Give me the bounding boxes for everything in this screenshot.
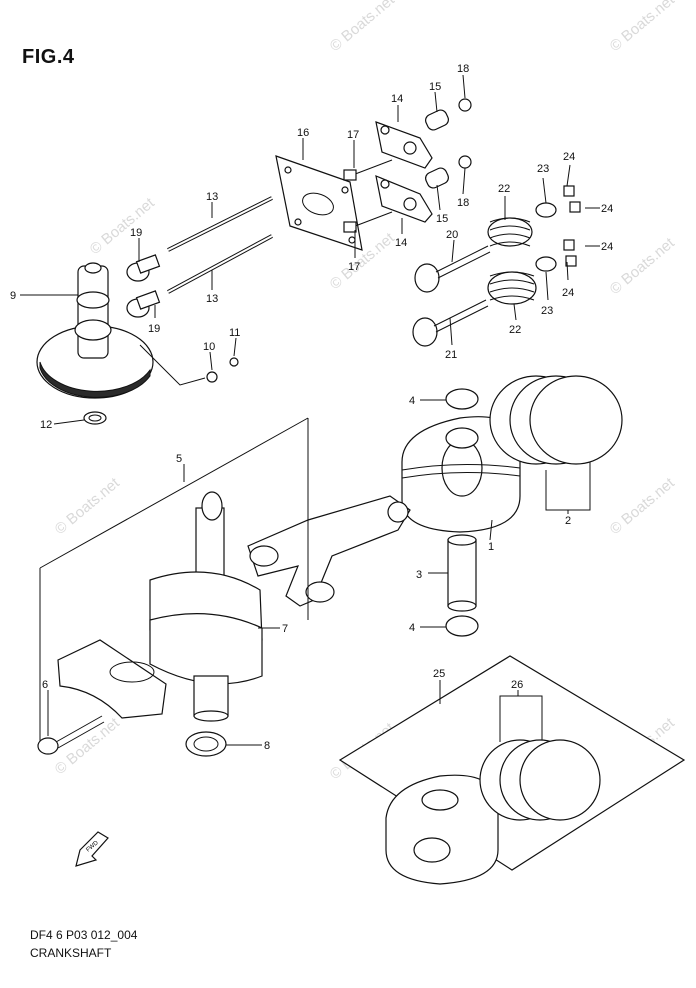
retainer-upper bbox=[535, 202, 557, 218]
pivot-lower bbox=[425, 167, 449, 189]
callout-6: 6 bbox=[42, 679, 48, 691]
watermark: © Boats.net bbox=[87, 194, 159, 258]
watermark: © Boats.net bbox=[607, 234, 679, 298]
callout-18: 18 bbox=[457, 63, 469, 75]
cover-plate bbox=[275, 155, 363, 251]
callout-14: 14 bbox=[391, 93, 403, 105]
callout-21: 21 bbox=[445, 349, 457, 361]
stud-upper bbox=[349, 159, 393, 177]
stud-upper-head bbox=[343, 169, 357, 181]
callout-5: 5 bbox=[176, 453, 182, 465]
callout-3: 3 bbox=[416, 569, 422, 581]
callout-23: 23 bbox=[537, 163, 549, 175]
callout-15: 15 bbox=[429, 81, 441, 93]
piston-ring-3 bbox=[529, 375, 623, 465]
rocker-arm-upper bbox=[375, 121, 433, 169]
circlip-upper bbox=[445, 388, 479, 410]
watermark: © Boats.net bbox=[52, 474, 124, 538]
bolt-11 bbox=[229, 357, 239, 367]
valve-spring-lower bbox=[487, 271, 537, 305]
stud-lower-head bbox=[343, 221, 357, 233]
leader-lines bbox=[20, 74, 600, 746]
collet-1 bbox=[563, 185, 575, 197]
callout-2: 2 bbox=[565, 515, 571, 527]
pivot-upper bbox=[425, 109, 449, 131]
callout-24: 24 bbox=[563, 151, 575, 163]
callout-19: 19 bbox=[130, 227, 142, 239]
callout-17: 17 bbox=[347, 129, 359, 141]
piston-set-piston bbox=[385, 774, 499, 885]
callout-22: 22 bbox=[498, 183, 510, 195]
callout-8: 8 bbox=[264, 740, 270, 752]
collet-3 bbox=[563, 239, 575, 251]
callout-17: 17 bbox=[348, 261, 360, 273]
tappet-upper bbox=[126, 254, 161, 282]
nut-lower bbox=[458, 155, 472, 169]
watermark: © Boats.net bbox=[607, 0, 679, 55]
callout-7: 7 bbox=[282, 623, 288, 635]
thrust-washer bbox=[185, 731, 227, 757]
collet-2 bbox=[569, 201, 581, 213]
callout-14: 14 bbox=[395, 237, 407, 249]
crankshaft bbox=[149, 491, 263, 722]
figure-name: CRANKSHAFT bbox=[30, 946, 112, 960]
callout-24: 24 bbox=[601, 241, 613, 253]
callout-26: 26 bbox=[511, 679, 523, 691]
connecting-rod bbox=[247, 495, 411, 607]
tappet-lower bbox=[126, 290, 161, 318]
callouts: 1 2 3 4 4 5 6 7 8 9 10 11 12 13 13 14 14… bbox=[10, 63, 613, 752]
fwd-arrow: FWD bbox=[75, 831, 109, 867]
valve-intake bbox=[414, 245, 491, 293]
callout-16: 16 bbox=[297, 127, 309, 139]
callout-24: 24 bbox=[562, 287, 574, 299]
callout-19: 19 bbox=[148, 323, 160, 335]
callout-15: 15 bbox=[436, 213, 448, 225]
piston bbox=[401, 416, 521, 533]
callout-25: 25 bbox=[433, 668, 445, 680]
crankshaft-group-frame bbox=[39, 417, 309, 750]
bolt-10 bbox=[206, 371, 218, 383]
callout-4: 4 bbox=[409, 622, 415, 634]
nut-upper bbox=[458, 98, 472, 112]
figure-title: FIG.4 bbox=[22, 46, 75, 68]
piston-pin bbox=[447, 534, 477, 612]
watermark: © Boats.net bbox=[327, 0, 399, 55]
callout-12: 12 bbox=[40, 419, 52, 431]
camshaft-washer bbox=[83, 411, 107, 425]
callout-10: 10 bbox=[203, 341, 215, 353]
valve-spring-upper bbox=[487, 217, 533, 247]
callout-23: 23 bbox=[541, 305, 553, 317]
callout-20: 20 bbox=[446, 229, 458, 241]
camshaft bbox=[36, 262, 154, 399]
callout-13: 13 bbox=[206, 191, 218, 203]
bolt-6 bbox=[37, 715, 105, 755]
callout-4: 4 bbox=[409, 395, 415, 407]
callout-11: 11 bbox=[229, 327, 240, 339]
piston-set-ring-3 bbox=[519, 739, 601, 821]
retainer-lower bbox=[535, 256, 557, 272]
bearing-cap bbox=[57, 639, 167, 719]
circlip-lower bbox=[445, 615, 479, 637]
figure-code: DF4 6 P03 012_004 bbox=[30, 928, 138, 942]
collet-4 bbox=[565, 255, 577, 267]
rocker-arm-lower bbox=[375, 175, 433, 223]
callout-22: 22 bbox=[509, 324, 521, 336]
callout-18: 18 bbox=[457, 197, 469, 209]
callout-9: 9 bbox=[10, 290, 16, 302]
stud-lower bbox=[349, 211, 393, 229]
callout-24: 24 bbox=[601, 203, 613, 215]
callout-1: 1 bbox=[488, 541, 494, 553]
watermark: © Boats.net bbox=[607, 474, 679, 538]
callout-13: 13 bbox=[206, 293, 218, 305]
valve-exhaust bbox=[412, 299, 489, 347]
